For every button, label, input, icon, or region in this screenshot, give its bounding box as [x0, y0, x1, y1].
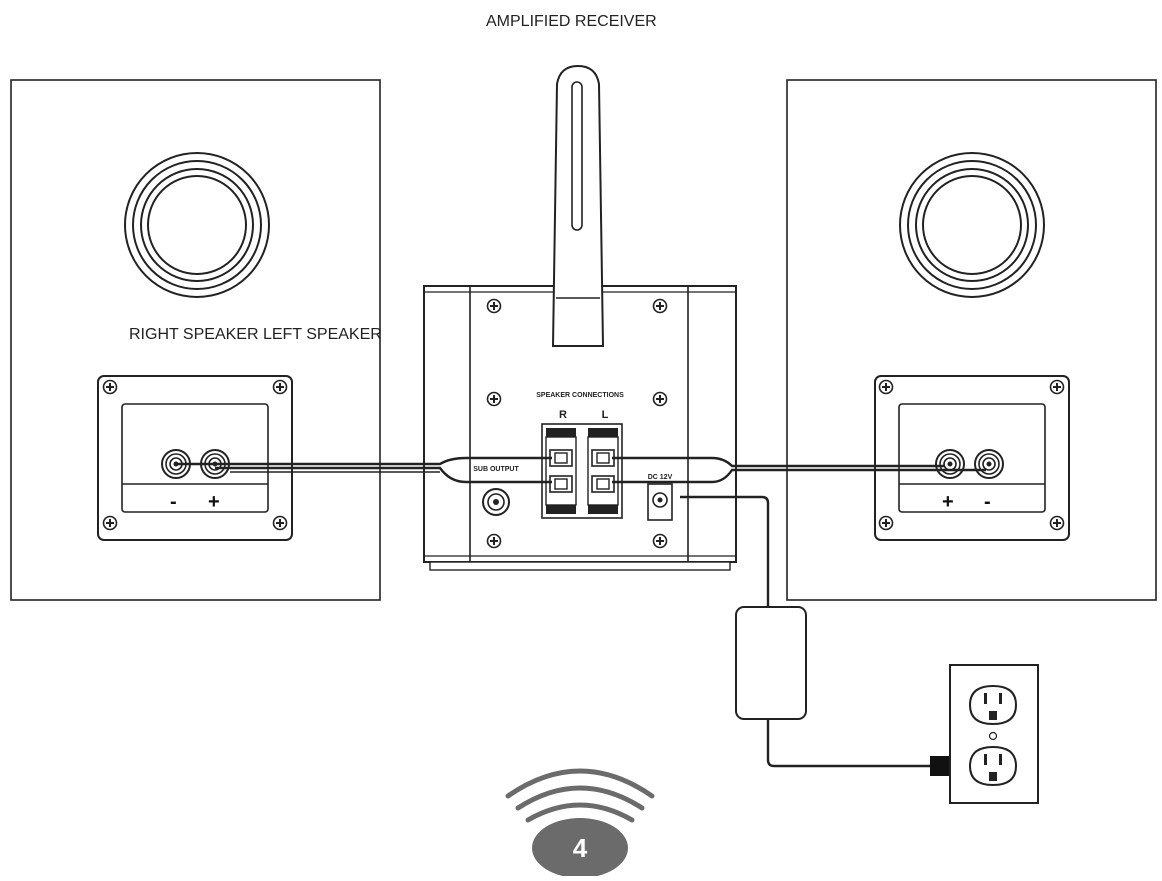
right-speaker-driver	[124, 152, 270, 298]
power-adapter	[735, 606, 807, 720]
dc-input-label: DC 12V	[648, 474, 673, 481]
left-speaker-plus-label: +	[942, 491, 954, 513]
outlet-screw-icon	[988, 731, 998, 741]
speaker-cables	[176, 456, 986, 484]
sub-output-jack: SUB OUTPUT	[473, 466, 519, 516]
left-speaker: + -	[786, 79, 1157, 601]
speaker-connections-label: SPEAKER CONNECTIONS	[536, 392, 624, 399]
speakers-label: RIGHT SPEAKER LEFT SPEAKER	[129, 326, 382, 343]
right-speaker-plus-label: +	[208, 491, 220, 513]
step-number: 4	[573, 833, 588, 863]
right-speaker-minus-label: -	[170, 491, 177, 513]
channel-r-label: R	[559, 409, 567, 421]
amplified-receiver-label: AMPLIFIED RECEIVER	[486, 13, 657, 30]
power-cable	[680, 495, 932, 768]
antenna	[551, 64, 605, 347]
left-speaker-minus-label: -	[984, 491, 991, 513]
right-speaker: - +	[10, 79, 381, 601]
left-speaker-terminal-plate: + -	[874, 375, 1070, 541]
right-speaker-terminal-plate: - +	[97, 375, 293, 541]
dc-input-jack: DC 12V	[647, 474, 673, 521]
speaker-terminal-block	[541, 423, 623, 519]
sub-output-label: SUB OUTPUT	[473, 466, 519, 473]
outlet-socket-bottom	[968, 745, 1018, 787]
wall-outlet	[949, 664, 1039, 804]
outlet-socket-top	[968, 684, 1018, 726]
channel-l-label: L	[602, 409, 609, 421]
step-badge: 4	[505, 768, 655, 878]
amplified-receiver: SPEAKER CONNECTIONS R L SUB OUTPUT DC 12…	[423, 64, 737, 571]
left-speaker-driver	[899, 152, 1045, 298]
signal-wave-icon	[505, 768, 655, 799]
